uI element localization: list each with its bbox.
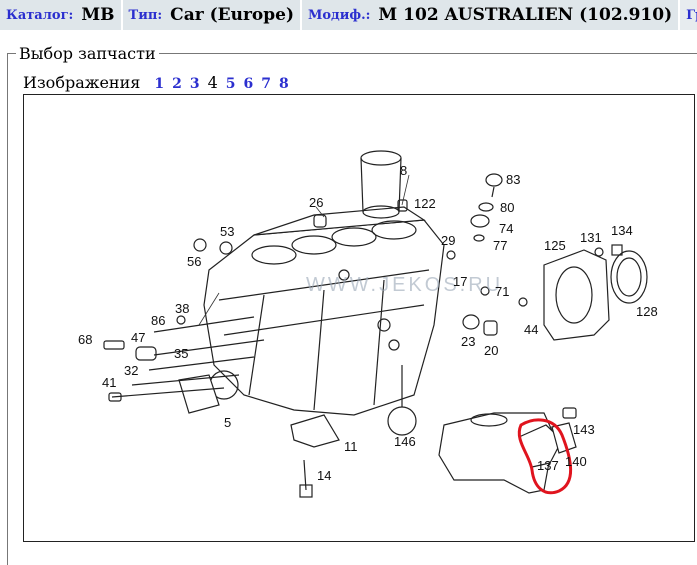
image-pager: Изображения 1 2 3 4 5 6 7 8: [23, 73, 293, 92]
callout[interactable]: 44: [524, 322, 538, 337]
tab-group[interactable]: Группа: [680, 0, 697, 30]
callout[interactable]: 53: [220, 224, 234, 239]
callout[interactable]: 41: [102, 375, 116, 390]
callout[interactable]: 74: [499, 221, 513, 236]
callout[interactable]: 20: [484, 343, 498, 358]
callout[interactable]: 14: [317, 468, 331, 483]
callout[interactable]: 68: [78, 332, 92, 347]
diagram-watermark: WWW.JEKOS.RU: [306, 274, 503, 296]
callout[interactable]: 8: [400, 163, 407, 178]
parts-diagram[interactable]: WWW.JEKOS.RU 8 83 122 80 26 74 53 29 77 …: [23, 94, 695, 542]
callout[interactable]: 32: [124, 363, 138, 378]
callout[interactable]: 146: [394, 434, 416, 449]
callout[interactable]: 125: [544, 238, 566, 253]
part-selection-fieldset: Выбор запчасти: [7, 44, 697, 565]
callout[interactable]: 128: [636, 304, 658, 319]
image-page-link-6[interactable]: 6: [243, 76, 254, 92]
callout[interactable]: 143: [573, 422, 595, 437]
callout[interactable]: 137: [537, 458, 559, 473]
callout[interactable]: 17: [453, 274, 467, 289]
callout[interactable]: 134: [611, 223, 633, 238]
tab-modification-label: Модиф.:: [308, 7, 371, 23]
tab-modification-value: M 102 AUSTRALIEN (102.910): [378, 5, 673, 25]
callout[interactable]: 47: [131, 330, 145, 345]
tab-catalog[interactable]: Каталог: MB: [0, 0, 121, 30]
tab-type-label: Тип:: [128, 7, 163, 23]
cylinder-liner-drawing: [360, 150, 402, 219]
parts-diagram-svg: WWW.JEKOS.RU 8 83 122 80 26 74 53 29 77 …: [78, 150, 658, 498]
tab-catalog-label: Каталог:: [6, 7, 74, 23]
callout[interactable]: 23: [461, 334, 475, 349]
callout[interactable]: 29: [441, 233, 455, 248]
part-selection-legend: Выбор запчасти: [19, 44, 156, 63]
callout[interactable]: 71: [495, 284, 509, 299]
tab-type[interactable]: Тип: Car (Europe): [122, 0, 300, 30]
callout[interactable]: 38: [175, 301, 189, 316]
tab-catalog-value: MB: [81, 5, 115, 25]
callout[interactable]: 80: [500, 200, 514, 215]
callout[interactable]: 77: [493, 238, 507, 253]
engine-block-drawing: [178, 206, 445, 416]
tab-type-value: Car (Europe): [170, 5, 294, 25]
tab-modification[interactable]: Модиф.: M 102 AUSTRALIEN (102.910): [302, 0, 679, 30]
image-pager-label: Изображения: [23, 73, 141, 92]
callout[interactable]: 140: [565, 454, 587, 469]
callout[interactable]: 26: [309, 195, 323, 210]
callout[interactable]: 86: [151, 313, 165, 328]
image-page-link-5[interactable]: 5: [225, 76, 236, 92]
image-page-current: 4: [207, 73, 218, 92]
callout[interactable]: 5: [224, 415, 231, 430]
small-parts-drawing: [103, 173, 648, 498]
image-page-link-3[interactable]: 3: [189, 76, 200, 92]
image-page-link-2[interactable]: 2: [172, 76, 182, 92]
callout[interactable]: 11: [344, 439, 358, 454]
callout[interactable]: 35: [174, 346, 188, 361]
image-page-link-8[interactable]: 8: [279, 76, 289, 92]
leader-lines: [198, 174, 410, 326]
callout[interactable]: 56: [187, 254, 201, 269]
breadcrumb-tabs: Каталог: MB Тип: Car (Europe) Модиф.: M …: [0, 0, 697, 30]
tab-group-label: Группа: [686, 7, 697, 23]
image-page-link-1[interactable]: 1: [154, 76, 165, 92]
image-page-link-7[interactable]: 7: [261, 76, 272, 92]
callout-labels: 8 83 122 80 26 74 53 29 77 125 131 134 5…: [78, 163, 658, 483]
callout[interactable]: 131: [580, 230, 602, 245]
callout[interactable]: 122: [414, 196, 436, 211]
callout[interactable]: 83: [506, 172, 520, 187]
